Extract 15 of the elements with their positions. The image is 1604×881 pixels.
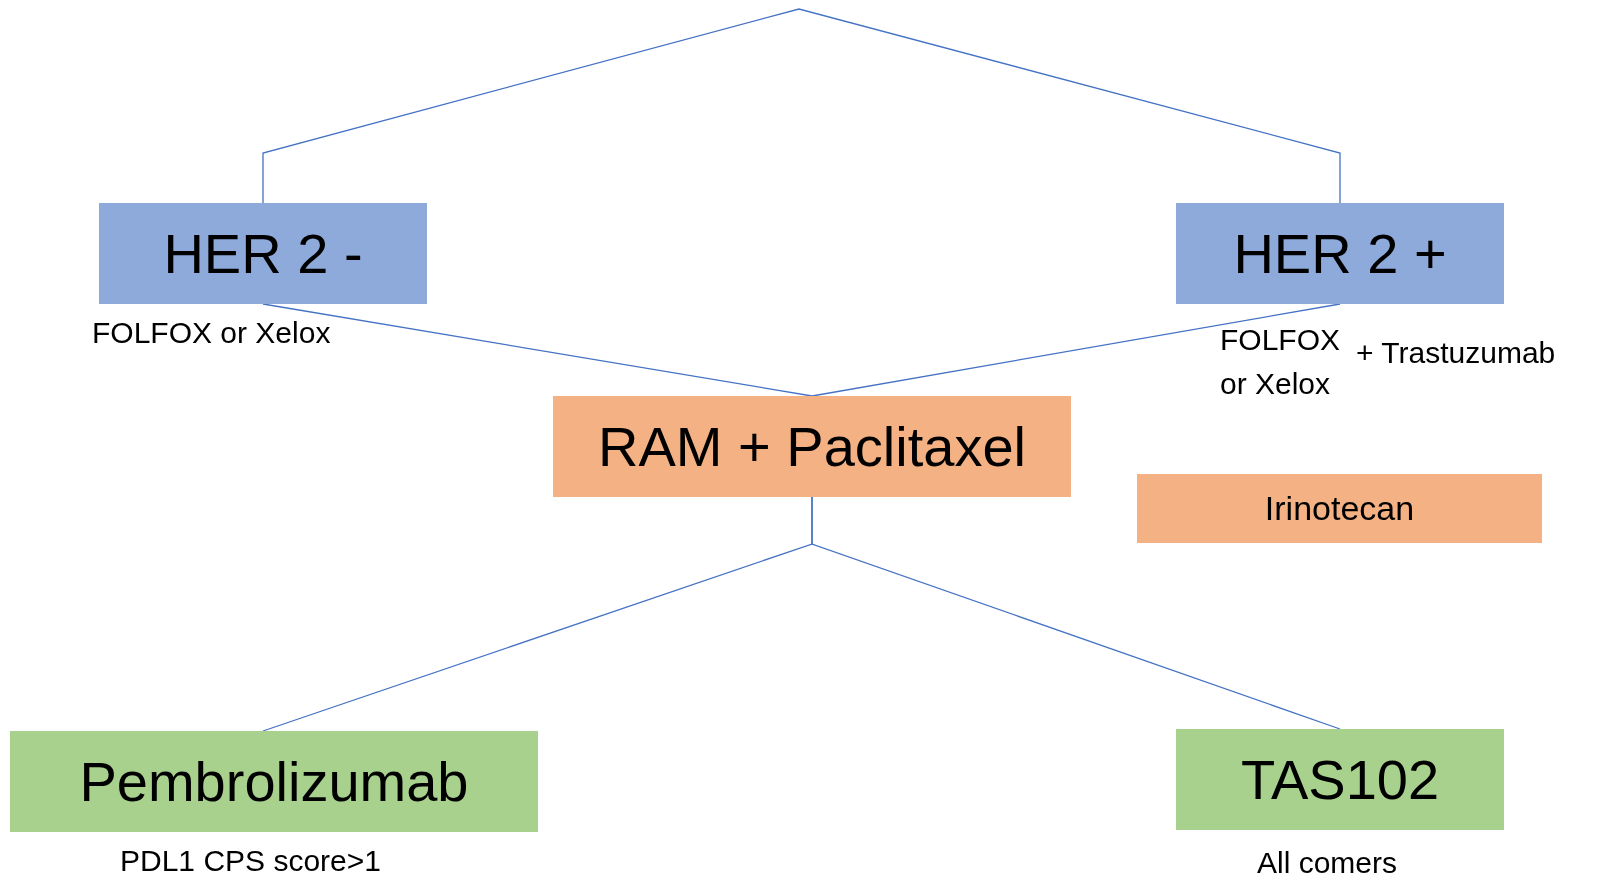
treatment-box: HER 2 +: [1176, 203, 1504, 304]
treatment-box: HER 2 -: [99, 203, 427, 304]
connector-line: [262, 303, 813, 397]
regimen-note: + Trastuzumab: [1356, 336, 1556, 370]
treatment-box: TAS102: [1176, 729, 1504, 830]
regimen-note: PDL1 CPS score>1: [120, 844, 381, 878]
regimen-note: FOLFOX or Xelox: [1220, 322, 1341, 402]
connector-line: [811, 496, 1341, 730]
connector-line: [811, 303, 1341, 397]
regimen-note: FOLFOX or Xelox: [92, 316, 331, 350]
treatment-box: Pembrolizumab: [10, 731, 538, 832]
regimen-note: All comers: [1257, 846, 1398, 880]
treatment-box: Irinotecan: [1137, 474, 1542, 543]
treatment-box: RAM + Paclitaxel: [553, 396, 1071, 497]
connector-line: [262, 8, 1341, 204]
